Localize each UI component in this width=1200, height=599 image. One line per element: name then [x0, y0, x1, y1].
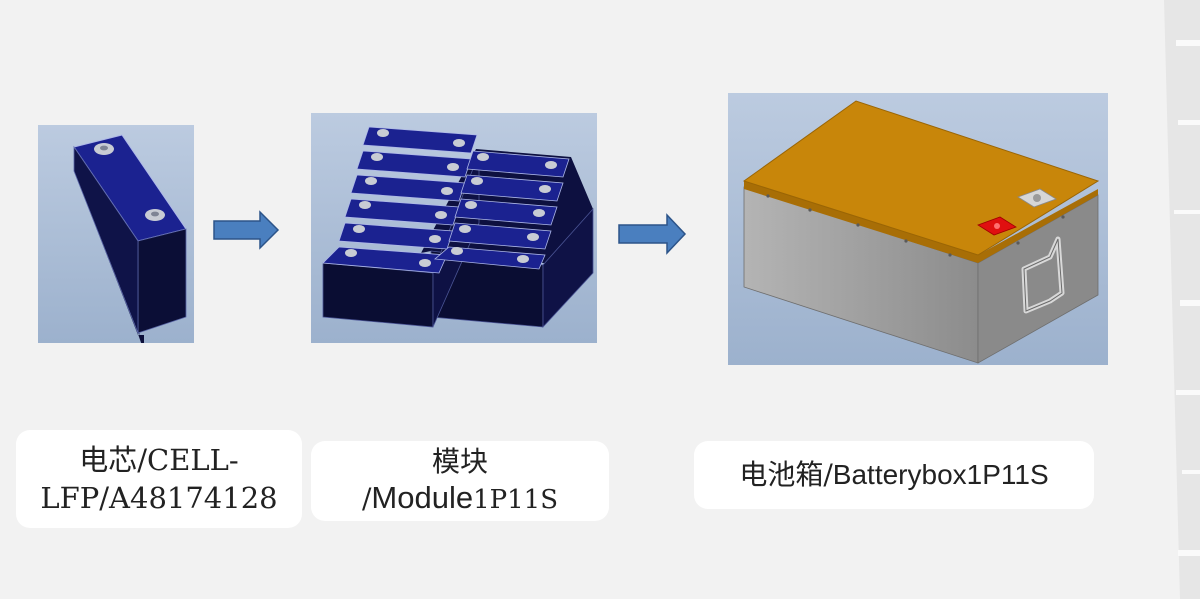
- battery-box-label-box: 电池箱/Batterybox1P11S: [694, 441, 1094, 509]
- battery-box-label-main: Batterybox1P11S: [832, 459, 1049, 490]
- module-icon: [311, 113, 597, 343]
- cell-label-line1: 电芯/CELL-: [79, 443, 239, 477]
- module-label-line1: 模块: [431, 445, 488, 478]
- cell-label-box: 电芯/CELL- LFP/A48174128: [16, 430, 302, 528]
- arrow-right-icon: [213, 210, 280, 250]
- cell-icon: [38, 125, 194, 343]
- module-label-prefix: /: [361, 482, 372, 515]
- battery-box-label-prefix: 电池箱/: [739, 458, 833, 491]
- cell-label-line2: LFP/A48174128: [40, 481, 278, 515]
- cell-image-panel: [38, 125, 194, 343]
- module-label-main: Module: [371, 480, 474, 515]
- module-label-box: 模块 /Module1P11S: [311, 441, 609, 521]
- battery-box-icon: [728, 93, 1108, 365]
- module-image-panel: [311, 113, 597, 343]
- battery-box-image-panel: [728, 93, 1108, 365]
- edge-decoration: [1164, 0, 1200, 599]
- arrow-right-icon: [618, 213, 687, 255]
- module-label-suffix: 1P11S: [473, 485, 559, 515]
